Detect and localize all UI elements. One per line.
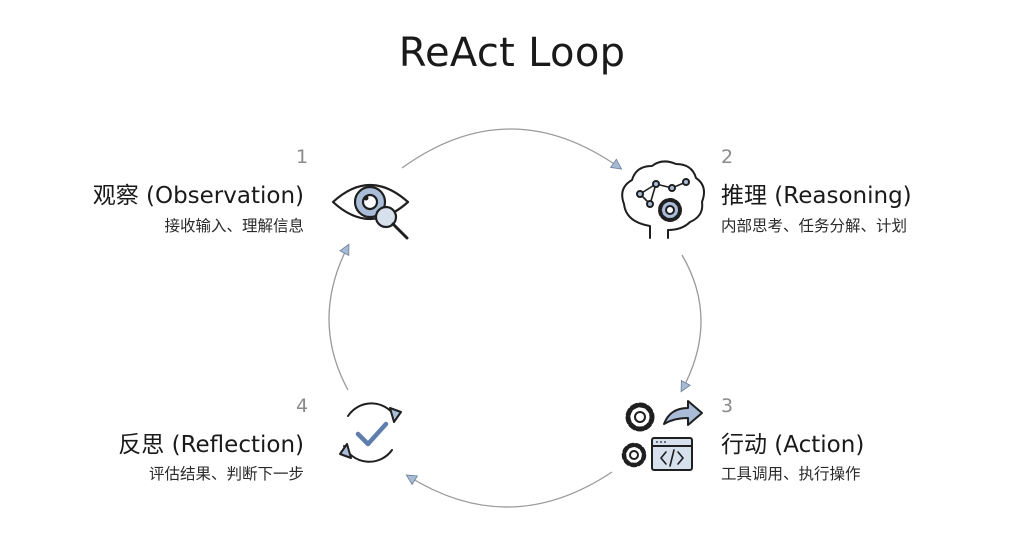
step-4-number: 4 xyxy=(296,395,309,417)
arrow-reflection-to-observation xyxy=(328,243,350,391)
step-1-label: 观察 (Observation) xyxy=(92,183,304,209)
step-2-number: 2 xyxy=(721,146,734,168)
step-2-label: 推理 (Reasoning) xyxy=(721,183,912,209)
step-3-description: 工具调用、执行操作 xyxy=(721,465,861,483)
step-3-number: 3 xyxy=(721,395,734,417)
diagram-title: ReAct Loop xyxy=(398,30,626,76)
step-1-description: 接收输入、理解信息 xyxy=(164,217,304,235)
brain-gear-icon xyxy=(621,160,705,239)
arrow-action-to-reflection xyxy=(405,471,613,508)
arrow-reasoning-to-action xyxy=(680,254,702,393)
step-3-label: 行动 (Action) xyxy=(721,432,865,458)
step-1-number: 1 xyxy=(296,146,309,168)
gears-code-window-icon xyxy=(621,400,703,471)
step-4-label: 反思 (Reflection) xyxy=(118,432,304,458)
arrow-observation-to-reasoning xyxy=(401,128,623,170)
eye-magnifier-icon xyxy=(331,183,410,240)
step-2-description: 内部思考、任务分解、计划 xyxy=(721,217,908,235)
cycle-check-icon xyxy=(339,402,402,463)
step-4-description: 评估结果、判断下一步 xyxy=(148,465,304,483)
